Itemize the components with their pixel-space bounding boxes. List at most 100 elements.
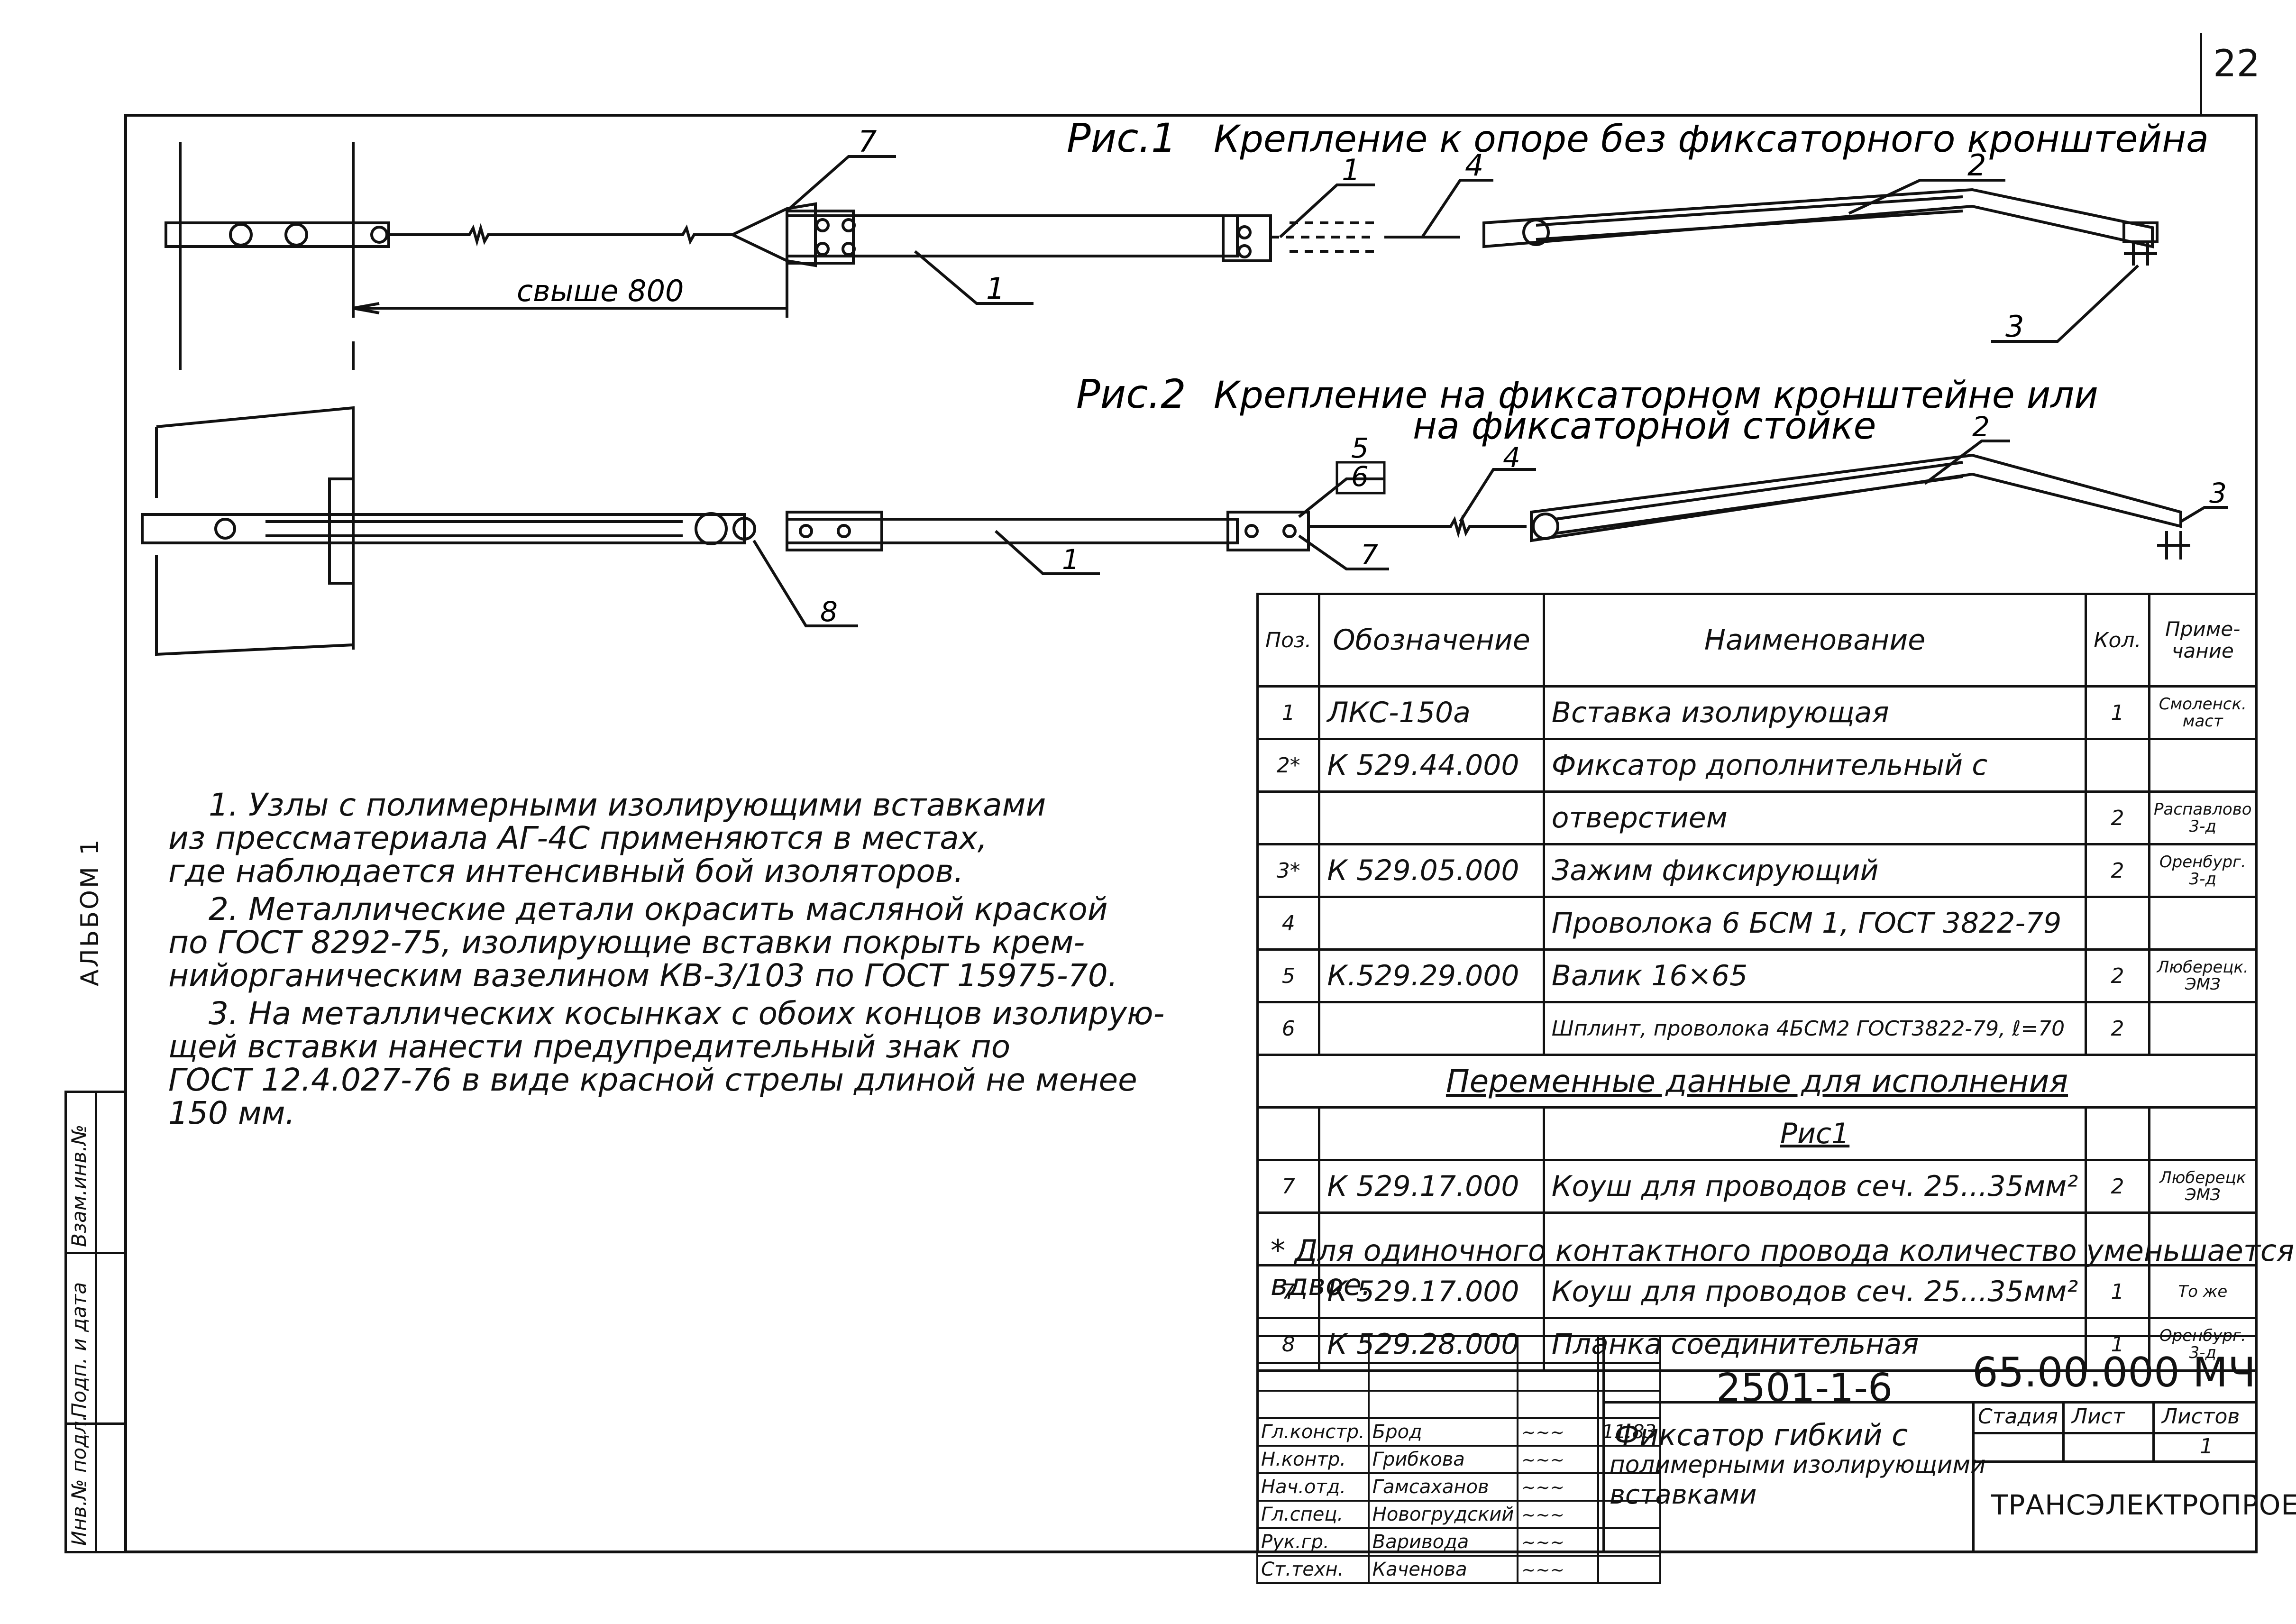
sign-date <box>1597 1445 1661 1474</box>
cell-name: Рис1 <box>1542 1106 2087 1161</box>
callout-leader-1b-fig1 <box>1279 184 1375 239</box>
bracket-slot-fig2 <box>265 520 683 537</box>
stage-divider <box>1972 1401 1975 1553</box>
clamp-fig2 <box>2157 531 2190 560</box>
bolt-fig2c <box>1244 524 1259 538</box>
pole-clamp-fig1 <box>165 221 390 248</box>
spec-header-row: Поз. Обозначение Наименование Кол. Приме… <box>1256 593 2258 688</box>
cell-pos <box>1256 1211 1321 1266</box>
header-note: Приме- чание <box>2148 593 2258 688</box>
cell-note <box>2148 738 2258 793</box>
header-name: Наименование <box>1542 593 2087 688</box>
signature: ~~~ <box>1517 1555 1600 1584</box>
signature: ~~~ <box>1517 1500 1600 1529</box>
callout-leader-3-fig2 <box>2180 506 2228 523</box>
cell-designation: К 529.17.000 <box>1318 1264 1545 1319</box>
fixator-arm-fig2 <box>1530 453 2182 542</box>
header-designation: Обозначение <box>1318 593 1545 688</box>
spec-row: Рис1 <box>1256 1106 2258 1161</box>
stage-col1 <box>2062 1401 2065 1463</box>
signer-name: Новогрудский <box>1367 1500 1519 1529</box>
fig2-callout-8: 8 <box>820 596 838 628</box>
sign-date <box>1597 1472 1661 1502</box>
dashed-wire-fig1 <box>1271 221 1375 253</box>
fig2-title: Рис.2 <box>1076 371 1186 417</box>
cell-note: Смоленск. маст <box>2148 685 2258 740</box>
cell-pos: 6 <box>1256 1001 1321 1056</box>
fig1-title: Рис.1 <box>1067 115 1177 161</box>
callout-box-6 <box>1336 461 1386 495</box>
arm-end-fig1 <box>2122 221 2159 243</box>
plate-right-fig2 <box>1226 511 1310 551</box>
pole-fig1 <box>179 142 355 370</box>
note-line: из прессматериала АГ-4С применяются в ме… <box>168 820 988 856</box>
section-header: Переменные данные для исполнения <box>1256 1054 2258 1109</box>
signer-row: Рук.гр.Варивода~~~ <box>1256 1527 1661 1557</box>
cell-name: Зажим фиксирующий <box>1542 843 2087 898</box>
footnote-line1: * Для одиночного контактного провода кол… <box>1271 1233 2295 1268</box>
cell-pos <box>1256 790 1321 845</box>
title-block-divider <box>1602 1335 1605 1553</box>
cell-qty: 2 <box>2085 948 2150 1003</box>
cell-note <box>2148 1106 2258 1161</box>
cell-note: Оренбург. 3-д <box>2148 843 2258 898</box>
bolt-fig2b <box>837 524 851 538</box>
spec-table: Поз. Обозначение Наименование Кол. Приме… <box>1256 593 2258 1372</box>
album-label: АЛЬБОМ 1 <box>76 837 104 986</box>
cell-pos: 7 <box>1256 1159 1321 1214</box>
cell-designation: К.529.29.000 <box>1318 948 1545 1003</box>
fig2-callout-7: 7 <box>1361 539 1378 571</box>
signer-name: Брод <box>1367 1417 1519 1447</box>
side-stamp-replace: Взам.инв.№ <box>67 1124 91 1247</box>
bolt-fig1d <box>842 242 856 256</box>
bracket-fig2 <box>141 513 746 544</box>
arm-slot-fig1 <box>1536 195 1963 241</box>
note-line: 2. Металлические детали окрасить масляно… <box>209 891 1108 927</box>
bracket-post-fig2 <box>328 477 355 585</box>
callout-leader-4-fig1 <box>1421 179 1493 238</box>
binding-margin-divider <box>95 1091 97 1553</box>
cell-designation <box>1318 790 1545 845</box>
cell-designation <box>1318 896 1545 951</box>
pole-fig2 <box>155 406 355 656</box>
signer-row: Ст.техн.Каченова~~~ <box>1256 1555 1661 1584</box>
note-line: 1. Узлы с полимерными изолирующими встав… <box>209 787 1046 823</box>
sheets-count: 1 <box>2200 1434 2213 1459</box>
note-line: по ГОСТ 8292-75, изолирующие вставки пок… <box>168 924 1085 961</box>
eye-fig1 <box>370 226 388 244</box>
plate-left-fig2 <box>786 511 883 551</box>
signer-name: Варивода <box>1367 1527 1519 1557</box>
callout-leader-3-fig1 <box>1991 264 2140 343</box>
bolt-fig1e <box>1237 225 1252 239</box>
insulator-fig2 <box>786 518 1239 544</box>
cell-designation: К 529.44.000 <box>1318 738 1545 793</box>
cell-name: отверстием <box>1542 790 2087 845</box>
side-stamp-inv: Инв.№ подл. <box>67 1414 91 1546</box>
title-block-hline <box>1602 1401 2258 1404</box>
cell-pos: 1 <box>1256 685 1321 740</box>
sheet-number: 22 <box>2213 43 2260 85</box>
stage-label: Стадия <box>1978 1404 2058 1429</box>
bolt-fig1b <box>815 242 830 256</box>
callout-leader-56-fig2 <box>1298 477 1384 518</box>
title-line1: Фиксатор гибкий с <box>1614 1418 1908 1452</box>
note-line: 150 мм. <box>168 1095 295 1131</box>
fig1-callout-1: 1 <box>986 271 1005 306</box>
pin-fig2 <box>732 517 756 541</box>
stage-hline1 <box>1972 1432 2258 1434</box>
fig2-callout-5: 5 <box>1351 432 1369 464</box>
bolt-fig2a <box>799 524 813 538</box>
thimble-fig1 <box>729 202 817 267</box>
cell-note: Люберецк ЭМЗ <box>2148 1159 2258 1214</box>
project-number: 2501-1-6 <box>1716 1366 1893 1411</box>
cell-note <box>2148 1211 2258 1266</box>
sign-date <box>1597 1555 1661 1584</box>
document-code: 65.00.000 МЧ <box>1972 1349 2256 1396</box>
cell-name <box>1542 1211 2087 1266</box>
